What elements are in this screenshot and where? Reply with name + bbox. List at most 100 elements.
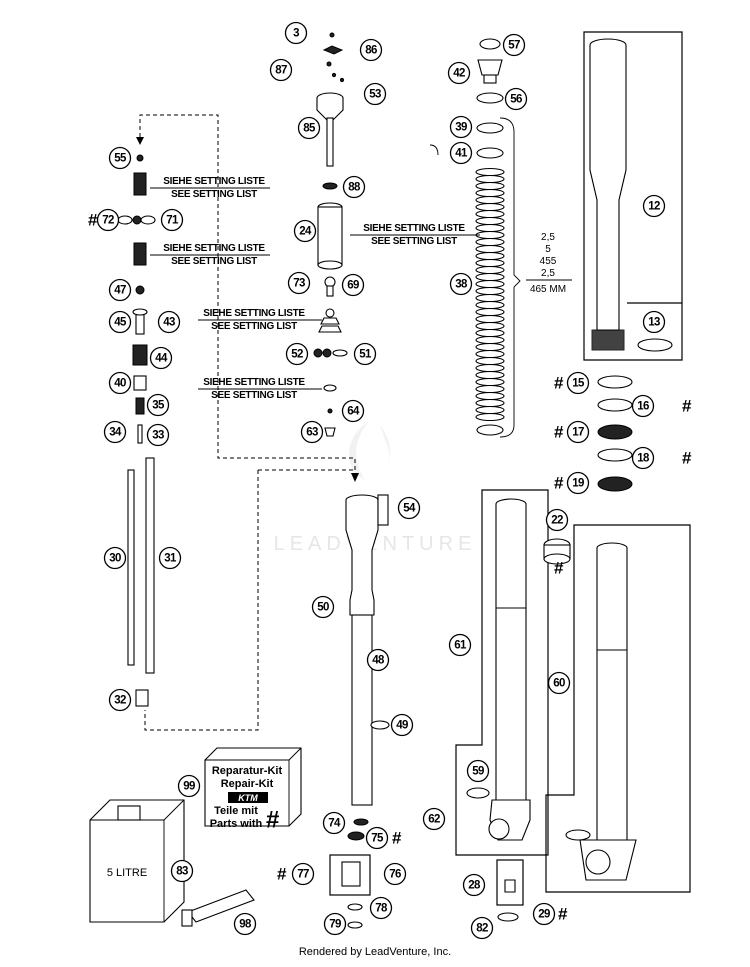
spring-coil xyxy=(475,391,505,401)
callout-42: 42 xyxy=(447,61,471,85)
oil-can-label: 5 LITRE xyxy=(107,867,147,879)
callout-85: 85 xyxy=(297,116,321,140)
svg-text:Repair-Kit: Repair-Kit xyxy=(221,778,274,790)
svg-text:31: 31 xyxy=(164,553,177,565)
svg-text:83: 83 xyxy=(176,866,188,878)
spring-coil xyxy=(475,286,505,296)
svg-text:39: 39 xyxy=(455,122,467,134)
spring-coil xyxy=(475,279,505,289)
svg-text:13: 13 xyxy=(648,317,660,329)
callout-19: 19 xyxy=(566,471,590,495)
callout-75: 75 xyxy=(365,826,389,850)
callout-28: 28 xyxy=(462,873,486,897)
svg-text:Teile mit: Teile mit xyxy=(214,805,258,817)
callout-78: 78 xyxy=(369,896,393,920)
spring-coil xyxy=(475,349,505,359)
svg-text:62: 62 xyxy=(428,814,440,826)
footer-credit: Rendered by LeadVenture, Inc. xyxy=(298,946,452,958)
setting-note-4: SIEHE SETTING LISTE SEE SETTING LIST xyxy=(198,377,322,401)
spring-coil xyxy=(475,167,505,177)
guide-arrow-left xyxy=(136,137,144,145)
spring-coil xyxy=(475,230,505,240)
callout-33: 33 xyxy=(146,423,170,447)
svg-text:33: 33 xyxy=(152,430,164,442)
spring-coil xyxy=(475,202,505,212)
callout-41: 41 xyxy=(449,141,473,165)
spring-coil xyxy=(475,258,505,268)
spring-coil xyxy=(475,363,505,373)
svg-text:#: # xyxy=(277,865,287,884)
callout-53: 53 xyxy=(363,82,387,106)
svg-text:#: # xyxy=(554,374,564,393)
spring-coil xyxy=(475,223,505,233)
svg-text:#: # xyxy=(266,807,279,834)
callout-50: 50 xyxy=(311,595,335,619)
svg-text:SEE SETTING LIST: SEE SETTING LIST xyxy=(211,390,297,401)
svg-text:51: 51 xyxy=(359,349,372,361)
callout-69: 69 xyxy=(341,273,365,297)
callout-76: 76 xyxy=(383,862,407,886)
cartridge-internals xyxy=(117,154,156,707)
right-tube-frame xyxy=(545,524,691,893)
callout-87: 87 xyxy=(269,58,293,82)
svg-text:32: 32 xyxy=(114,695,126,707)
svg-text:465 MM: 465 MM xyxy=(530,284,566,295)
callout-34: 34 xyxy=(103,420,127,444)
callout-71: 71 xyxy=(160,208,184,232)
callout-82: 82 xyxy=(470,916,494,940)
small-part-frame-76 xyxy=(329,854,371,896)
callout-99: 99 xyxy=(177,774,201,798)
callout-79: 79 xyxy=(323,912,347,936)
callout-30: 30 xyxy=(103,546,127,570)
small-part-frame-28 xyxy=(496,859,524,906)
svg-text:5: 5 xyxy=(545,244,551,255)
guide-arrow-center xyxy=(351,473,359,482)
spring-coil xyxy=(475,265,505,275)
svg-text:55: 55 xyxy=(114,153,127,165)
spring-coil xyxy=(475,251,505,261)
spring-coil xyxy=(475,328,505,338)
svg-text:24: 24 xyxy=(299,226,312,238)
callout-32: 32 xyxy=(108,688,132,712)
spring-coil xyxy=(475,216,505,226)
spring-coil xyxy=(475,398,505,408)
svg-text:54: 54 xyxy=(403,503,416,515)
callout-52: 52 xyxy=(285,342,309,366)
callout-77: 77 xyxy=(291,862,315,886)
svg-text:57: 57 xyxy=(508,40,520,52)
callout-54: 54 xyxy=(397,496,421,520)
callout-31: 31 xyxy=(158,546,182,570)
repair-kit-box: Reparatur-Kit Repair-Kit KTM Teile mit P… xyxy=(210,765,283,834)
svg-text:17: 17 xyxy=(572,427,584,439)
svg-text:45: 45 xyxy=(114,317,127,329)
callout-83: 83 xyxy=(170,859,194,883)
dashed-guide-left xyxy=(139,114,356,473)
callout-62: 62 xyxy=(422,807,446,831)
callout-43: 43 xyxy=(157,310,181,334)
setting-note-3: SIEHE SETTING LISTE SEE SETTING LIST xyxy=(198,308,322,332)
svg-text:#: # xyxy=(558,905,568,924)
svg-text:41: 41 xyxy=(455,148,468,160)
svg-text:79: 79 xyxy=(329,919,341,931)
callout-98: 98 xyxy=(233,912,257,936)
svg-text:53: 53 xyxy=(369,89,381,101)
spring-coil xyxy=(475,321,505,331)
svg-text:48: 48 xyxy=(372,655,385,667)
svg-text:74: 74 xyxy=(328,818,341,830)
callout-3: 3 xyxy=(284,21,308,45)
svg-text:Parts with: Parts with xyxy=(210,818,263,830)
spring-coil xyxy=(475,370,505,380)
svg-text:78: 78 xyxy=(375,903,388,915)
svg-text:#: # xyxy=(682,449,692,468)
callout-64: 64 xyxy=(341,399,365,423)
svg-text:63: 63 xyxy=(306,427,318,439)
svg-text:455: 455 xyxy=(540,256,557,267)
hash-marks: # # # # # # # # # # xyxy=(88,211,692,924)
svg-text:60: 60 xyxy=(553,678,565,690)
lower-fork-tubes xyxy=(466,498,637,922)
svg-text:28: 28 xyxy=(468,880,481,892)
spring-coil xyxy=(475,244,505,254)
outer-tube-frame xyxy=(583,31,683,361)
spring-coil xyxy=(475,342,505,352)
